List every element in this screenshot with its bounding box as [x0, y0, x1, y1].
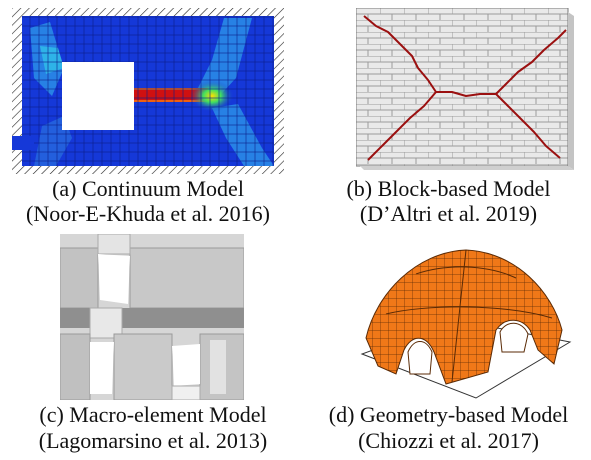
citation-a: (Noor-E-Khuda et al. 2016) [26, 201, 270, 226]
caption-d: (d) Geometry-based Model [328, 402, 569, 427]
citation-d: (Chiozzi et al. 2017) [358, 428, 539, 453]
block-based-model-image [356, 8, 574, 170]
caption-b: (b) Block-based Model [346, 176, 551, 201]
citation-c: (Lagomarsino et al. 2013) [38, 428, 268, 453]
panel-block-based-model [356, 8, 576, 174]
geometry-based-model-image [360, 249, 572, 399]
panel-geometry-based-model [356, 234, 576, 400]
panel-continuum-model [12, 8, 284, 174]
continuum-model-image [12, 8, 284, 174]
citation-b: (D’Altri et al. 2019) [359, 201, 538, 226]
caption-c: (c) Macro-element Model [39, 402, 267, 427]
panel-macro-element-model [60, 234, 244, 400]
caption-a: (a) Continuum Model [52, 176, 244, 201]
macro-element-model-image [60, 234, 244, 400]
